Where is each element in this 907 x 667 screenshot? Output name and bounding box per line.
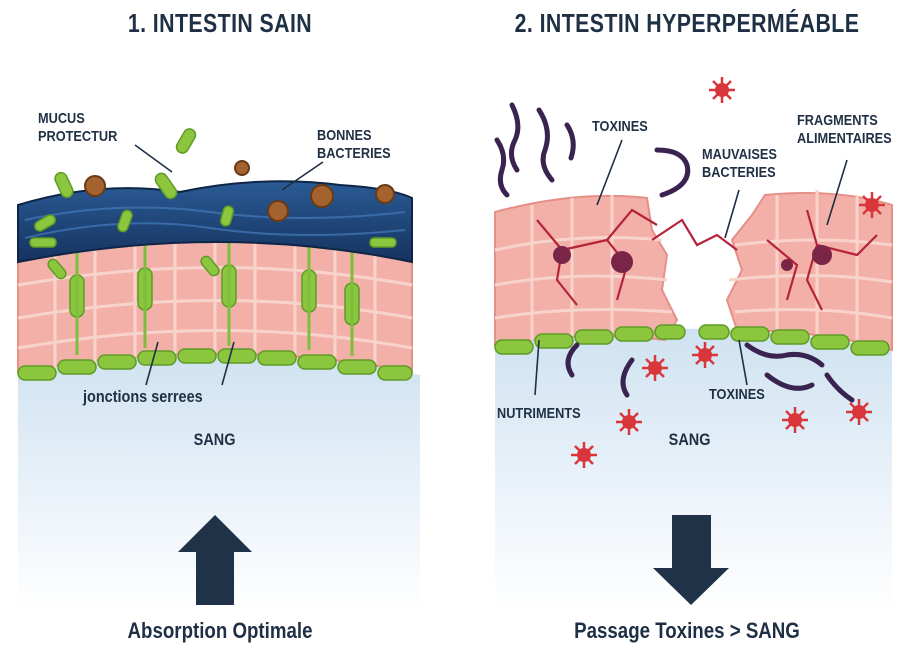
blood-area	[18, 352, 420, 610]
leaky-intestine-panel: 2. INTESTIN HYPERPERMÉABLE TOXINES MAUVA…	[467, 0, 907, 667]
toxins-bottom-label: TOXINES	[709, 386, 765, 403]
nutrients-label: NUTRIMENTS	[497, 405, 581, 422]
good-bacteria	[29, 128, 397, 280]
broken-cell-block-left	[494, 194, 679, 347]
right-title: 2. INTESTIN HYPERPERMÉABLE	[514, 8, 860, 38]
healthy-intestine-illustration	[17, 128, 420, 610]
basal-membrane	[17, 348, 413, 381]
junction-stems	[75, 231, 354, 356]
left-title: 1. INTESTIN SAIN	[127, 8, 313, 38]
toxin-icon	[707, 75, 737, 105]
tight-junctions-label: jonctions serrees	[83, 387, 203, 406]
left-blood-label: SANG	[193, 430, 236, 449]
bad-bacteria	[494, 102, 855, 403]
food-fragments-label: FRAGMENTS ALIMENTAIRES	[797, 112, 892, 148]
mucus-label: MUCUS PROTECTUR	[38, 110, 117, 146]
arrow-up-icon	[178, 515, 252, 605]
good-bacteria-label-text: BONNES BACTERIES	[317, 127, 391, 162]
right-caption: Passage Toxines > SANG	[574, 618, 800, 643]
pointer-lines	[134, 144, 324, 386]
food-fragments-label-text: FRAGMENTS ALIMENTAIRES	[797, 112, 892, 147]
toxins-top-label: TOXINES	[592, 118, 648, 135]
mucus-waves	[24, 206, 406, 239]
right-blood-label: SANG	[668, 430, 711, 449]
bad-bacteria-label: MAUVAISES BACTERIES	[702, 146, 777, 182]
mucus-label-text: MUCUS PROTECTUR	[38, 110, 118, 145]
basal-membrane	[494, 324, 890, 356]
bad-bacteria-label-text: MAUVAISES BACTERIES	[702, 146, 777, 181]
left-caption: Absorption Optimale	[127, 618, 313, 643]
pointer-lines	[534, 139, 848, 396]
damage-spots	[553, 245, 832, 273]
healthy-intestine-panel: 1. INTESTIN SAIN MUCUS PROTECTUR BONNES …	[0, 0, 440, 667]
good-bacteria-label: BONNES BACTERIES	[317, 127, 391, 163]
bacteria-dots	[84, 160, 395, 222]
arrow-down-icon	[653, 515, 729, 605]
blood-area	[495, 328, 892, 610]
leaky-intestine-illustration	[494, 75, 893, 610]
